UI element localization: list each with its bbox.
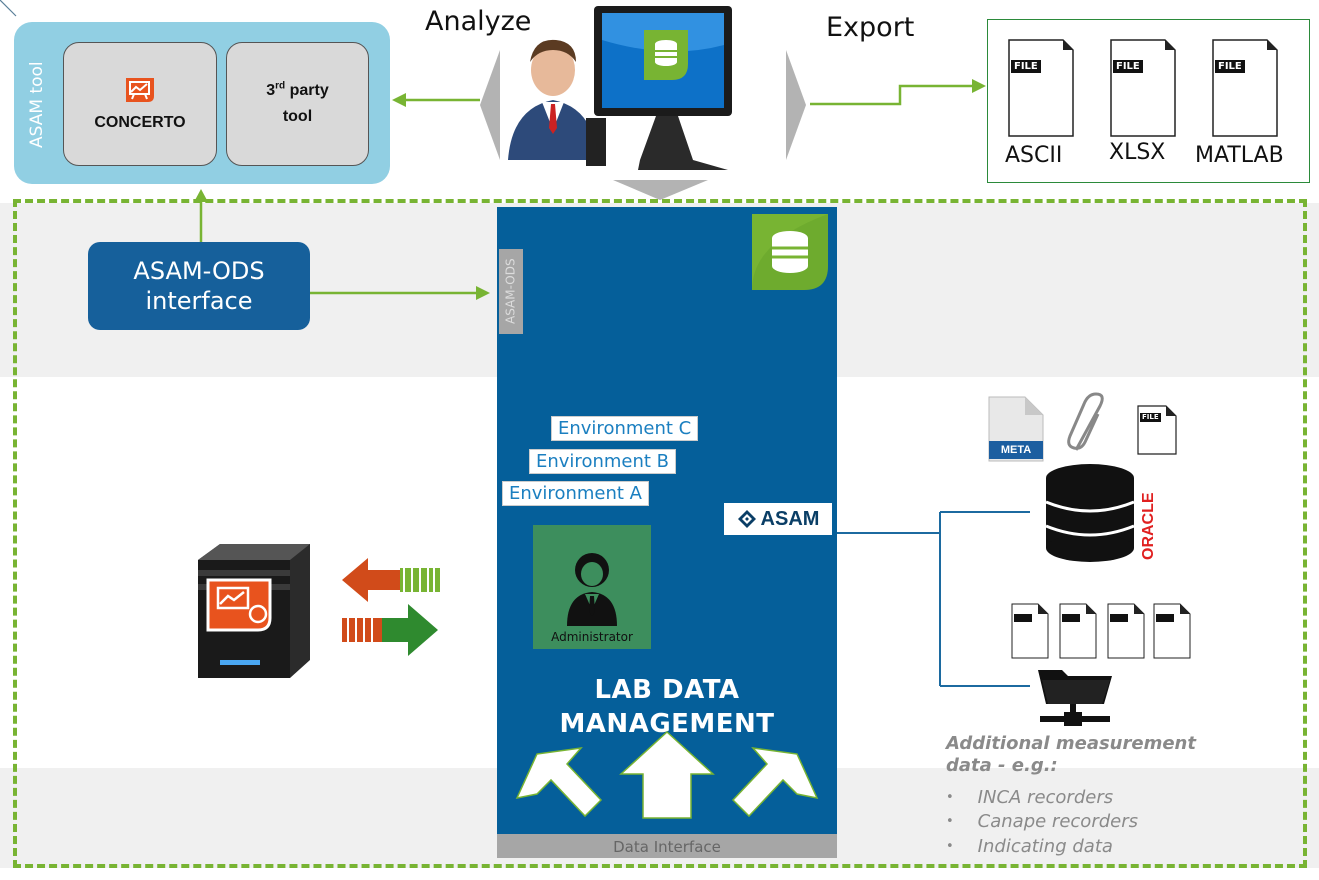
system-boundary-frame	[13, 199, 1307, 868]
asam-ods-interface[interactable]: ASAM-ODS interface	[88, 242, 310, 330]
file-badge: FILE	[1011, 60, 1041, 73]
file-badge: FILE	[1140, 413, 1161, 422]
asam-logo-icon	[737, 510, 756, 528]
file-icon	[1059, 603, 1097, 659]
analyze-label: Analyze	[425, 6, 532, 37]
corner-line	[0, 0, 17, 17]
user-at-computer-icon	[480, 6, 806, 200]
arrow-up-icon	[731, 746, 819, 818]
file-icon	[1137, 405, 1177, 455]
ods-interface-line2: interface	[145, 287, 253, 315]
file-icon	[1153, 603, 1191, 659]
file-icon	[1011, 603, 1049, 659]
file-icon	[1008, 39, 1074, 137]
environment-b[interactable]: Environment B	[529, 449, 677, 474]
file-badge: FILE	[1215, 60, 1245, 73]
environment-c[interactable]: Environment C	[551, 416, 699, 441]
oracle-database-icon	[1045, 464, 1135, 562]
concerto-tool[interactable]: CONCERTO	[63, 42, 217, 166]
network-folder-icon	[1038, 670, 1112, 726]
oracle-label: ORACLE	[1140, 492, 1157, 560]
additional-data-list: INCA recorders Canape recorders Indicati…	[946, 786, 1138, 859]
administrator-label: Administrator	[551, 630, 633, 644]
lab-data-management-title: LAB DATA MANAGEMENT	[559, 675, 775, 739]
export-label: Export	[826, 12, 915, 43]
arrow-up-icon	[619, 730, 715, 819]
meta-file-icon	[988, 396, 1044, 462]
file-icon	[1107, 603, 1145, 659]
list-item: Canape recorders	[946, 810, 1138, 834]
measurement-files	[1011, 603, 1191, 659]
export-file-icons	[1008, 39, 1278, 137]
asam-logo-text: ASAM	[760, 507, 820, 530]
third-party-label: 3rd party tool	[266, 81, 329, 125]
additional-data-title: Additional measurement data - e.g.:	[946, 733, 1196, 776]
ods-interface-line1: ASAM-ODS	[133, 257, 265, 285]
list-item: INCA recorders	[946, 786, 1138, 810]
database-icon	[752, 214, 828, 290]
file-icon	[1110, 39, 1176, 137]
meta-label: META	[1000, 444, 1032, 456]
export-format-matlab: MATLAB	[1195, 143, 1284, 168]
file-badge: FILE	[1113, 60, 1143, 73]
export-format-ascii: ASCII	[1005, 143, 1063, 168]
asam-ods-tag: ASAM-ODS	[499, 249, 523, 334]
asam-tool-label: ASAM tool	[27, 61, 47, 149]
environment-a[interactable]: Environment A	[502, 481, 649, 506]
export-format-xlsx: XLSX	[1109, 140, 1166, 165]
server-icon	[198, 544, 440, 678]
concerto-label: CONCERTO	[94, 114, 186, 131]
paperclip-icon	[1067, 392, 1104, 451]
third-party-tool[interactable]: 3rd party tool	[226, 42, 369, 166]
asam-logo: ASAM	[724, 503, 832, 535]
data-interface-bar: Data Interface	[497, 834, 837, 858]
concerto-icon	[126, 78, 154, 102]
arrow-up-icon	[515, 746, 603, 818]
file-icon	[1212, 39, 1278, 137]
data-input-arrows	[515, 730, 819, 819]
list-item: Indicating data	[946, 835, 1138, 859]
administrator-icon	[567, 553, 617, 626]
